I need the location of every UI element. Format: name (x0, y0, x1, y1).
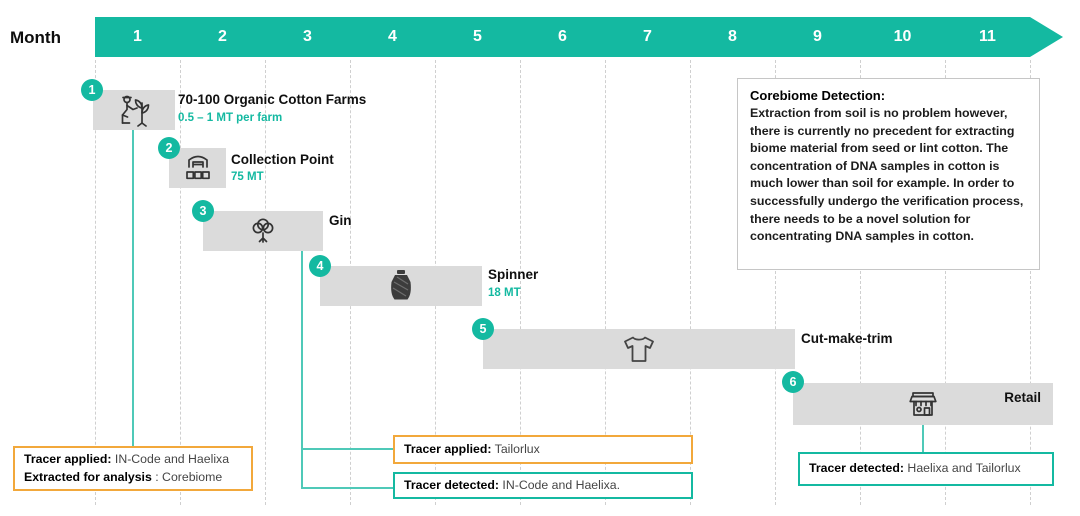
stage-badge-1: 1 (81, 79, 103, 101)
month-tick-label: 4 (388, 28, 397, 45)
stage-title-spinner: Spinner (488, 267, 539, 282)
month-tick-label: 9 (813, 28, 822, 45)
note-body: Extraction from soil is no problem howev… (750, 106, 1024, 244)
callout-line: Tracer applied: Tailorlux (404, 441, 540, 456)
stage-subtitle-collection-point: 75 MT (231, 171, 264, 183)
connector-retail-to-callout (922, 425, 924, 455)
month-gridline (95, 60, 96, 505)
month-gridline (180, 60, 181, 505)
month-gridline (860, 60, 861, 505)
stage-bar-cut-make-trim (483, 329, 795, 369)
stage-subtitle-spinner: 18 MT (488, 287, 521, 299)
month-tick-label: 3 (303, 28, 312, 45)
month-tick-label: 1 (133, 28, 142, 45)
stage-bar-retail (793, 383, 1053, 425)
stage-bar-collection-point (169, 148, 226, 188)
farmer-plant-icon (114, 93, 154, 127)
stage-title-collection-point: Collection Point (231, 152, 334, 167)
yarn-spool-icon (388, 268, 414, 304)
callout-line: Tracer detected: Haelixa and Tailorlux (809, 461, 1021, 476)
stage-title-farms: 70-100 Organic Cotton Farms (178, 92, 367, 107)
stage-title-cut-make-trim: Cut-make-trim (801, 331, 893, 346)
stage-badge-4: 4 (309, 255, 331, 277)
callout-farms-tracer: Tracer applied: IN-Code and Haelixa Extr… (13, 446, 253, 491)
month-tick-label: 11 (979, 28, 996, 45)
storefront-icon (907, 388, 939, 420)
month-gridline (1030, 60, 1031, 505)
month-gridline (690, 60, 691, 505)
note-title: Corebiome Detection: (750, 88, 886, 103)
stage-badge-2: 2 (158, 137, 180, 159)
month-tick-label: 8 (728, 28, 737, 45)
callout-tracer-detected-retail: Tracer detected: Haelixa and Tailorlux (798, 452, 1054, 486)
callout-line: Tracer applied: IN-Code and Haelixa (24, 451, 230, 466)
month-tick-label: 6 (558, 28, 567, 45)
stage-badge-3: 3 (192, 200, 214, 222)
connector-to-tailorlux-callout (301, 448, 393, 450)
callout-tracer-applied-tailorlux: Tracer applied: Tailorlux (393, 435, 693, 464)
month-tick-label: 7 (643, 28, 652, 45)
corebiome-detection-note: Corebiome Detection: Extraction from soi… (737, 78, 1040, 270)
callout-tracer-detected-gin: Tracer detected: IN-Code and Haelixa. (393, 472, 693, 499)
month-tick-label: 10 (893, 28, 912, 45)
stage-title-retail: Retail (1004, 390, 1041, 405)
connector-gin-vertical (301, 251, 303, 489)
month-gridline (520, 60, 521, 505)
cotton-boll-icon (247, 214, 279, 248)
stage-bar-gin (203, 211, 323, 251)
month-tick-label: 2 (218, 28, 227, 45)
month-gridline (775, 60, 776, 505)
stage-badge-6: 6 (782, 371, 804, 393)
connector-farms-to-callout (132, 130, 134, 448)
tshirt-icon (621, 334, 657, 364)
collection-warehouse-icon (182, 152, 214, 184)
month-tick-label: 5 (473, 28, 482, 45)
stage-badge-5: 5 (472, 318, 494, 340)
connector-to-detected-callout (301, 487, 393, 489)
stage-bar-farms (93, 90, 175, 130)
month-gridline (265, 60, 266, 505)
month-gridline (605, 60, 606, 505)
stage-bar-spinner (320, 266, 482, 306)
callout-line: Extracted for analysis : Corebiome (24, 469, 223, 484)
month-axis-label: Month (10, 28, 61, 47)
timeline-arrow-bar: 1 2 3 4 5 6 7 8 9 10 11 (95, 17, 1030, 57)
callout-line: Tracer detected: IN-Code and Haelixa. (404, 477, 620, 492)
stage-subtitle-farms: 0.5 – 1 MT per farm (178, 112, 283, 124)
month-gridline (945, 60, 946, 505)
timeline-arrow-head-icon (1030, 17, 1063, 57)
stage-title-gin: Gin (329, 213, 352, 228)
